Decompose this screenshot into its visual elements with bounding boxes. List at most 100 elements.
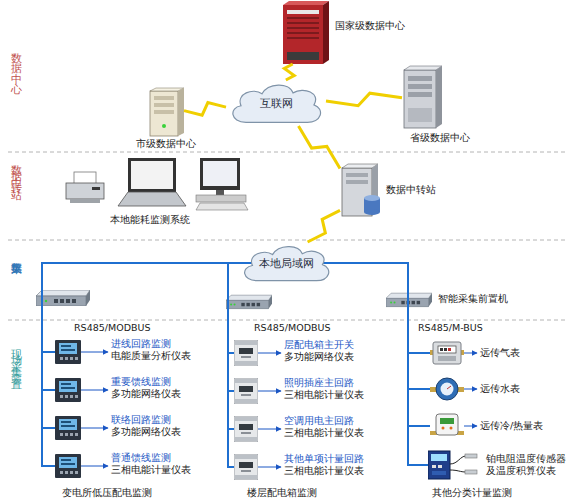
meter-node: 联络回路监测多功能网络仪表 [55, 416, 81, 440]
provincial-server [408, 108, 432, 122]
provincial-server [408, 84, 432, 89]
gas-meter-icon [430, 342, 464, 364]
server-node: 市级数据中心 [150, 88, 184, 136]
node-label: 三相电能计量仪表 [284, 389, 364, 401]
node-label: 远传冷/热量表 [480, 420, 543, 432]
node-label: 省级数据中心 [410, 132, 470, 144]
national-server [287, 22, 319, 24]
node-label: 电能质量分析仪表 [111, 350, 191, 362]
provincial-server [408, 76, 432, 81]
meter-node: 远传气表 [430, 340, 464, 366]
provincial-server [436, 66, 442, 128]
meter-node: 照明插座主回路三相电能计量仪表 [234, 378, 258, 404]
node-label: 互联网 [226, 98, 326, 110]
node-label: 本地能耗监测系统 [110, 214, 190, 226]
leader-lines [464, 353, 477, 354]
leader-lines [258, 429, 281, 430]
din-meter-icon [234, 416, 258, 442]
lightning-link [184, 103, 226, 116]
din-meter-icon [234, 454, 258, 480]
local-workstations [196, 203, 248, 210]
node-label: 多功能网络仪表 [111, 426, 181, 438]
local-workstations [196, 195, 246, 202]
server-node: 国家级数据中心 [283, 2, 329, 64]
national-server [283, 1, 329, 5]
leader-lines [81, 390, 108, 391]
national-server [287, 17, 319, 19]
bus-wire [408, 308, 430, 389]
temperature-meter-icon [428, 451, 477, 479]
power-meter-icon [55, 416, 81, 440]
municipal-server [178, 88, 184, 136]
bus-wire [42, 306, 55, 466]
transfer-server [346, 180, 368, 184]
local-workstations [70, 199, 100, 203]
national-server [287, 37, 319, 39]
section-caption: 其他分类计量监测 [432, 486, 512, 500]
node-label: 远传气表 [480, 347, 520, 359]
leader-lines [81, 352, 477, 467]
provincial-server [404, 66, 442, 128]
municipal-server [154, 110, 174, 114]
meter-node: 其他单项计量回路三相电能计量仪表 [234, 454, 258, 480]
municipal-server [150, 91, 178, 136]
lightning-link [308, 210, 340, 242]
meter-node: 普通馈线监测三相电能计量仪表 [55, 454, 81, 478]
meter-node: 层配电箱主开关多功能网络仪表 [234, 340, 258, 366]
switch-node: RS485/MODBUS [36, 290, 90, 306]
node-label: 层配电箱主开关 [284, 339, 354, 351]
node-label: 数据中转站 [386, 184, 436, 196]
leader-lines [258, 391, 281, 392]
node-label: 三相电能计量仪表 [111, 464, 191, 476]
heat-meter-icon [430, 414, 464, 435]
node-label: 本地局域网 [238, 258, 334, 270]
din-meter-icon [234, 340, 258, 366]
node-label: 三相电能计量仪表 [284, 465, 364, 477]
local-workstations [74, 172, 96, 184]
national-server [283, 5, 323, 64]
national-server [287, 52, 319, 60]
layer-separators [8, 152, 566, 320]
transfer-server [364, 195, 380, 201]
bus-wire [42, 306, 55, 390]
node-label: 普通馈线监测 [111, 452, 171, 464]
node-label: 其他单项计量回路 [284, 453, 364, 465]
layer-separators [8, 152, 566, 153]
node-label: RS485/MODBUS [74, 322, 150, 334]
section-caption: 变电所低压配电监测 [62, 486, 152, 500]
municipal-server [162, 124, 166, 128]
lightning-link [284, 64, 294, 80]
leader-lines [81, 466, 108, 467]
layer-label: 现场采集装置 [10, 340, 23, 376]
local-workstations [131, 161, 173, 189]
server-node: 省级数据中心 [402, 66, 444, 128]
municipal-server [154, 103, 174, 107]
transfer-server [342, 164, 378, 168]
provincial-server [404, 70, 436, 128]
local-workstations [216, 190, 224, 195]
meter-node: 重要馈线监测多功能网络仪表 [55, 378, 81, 402]
national-server [283, 1, 329, 64]
node-label: 市级数据中心 [136, 138, 196, 150]
node-label: 智能采集前置机 [438, 293, 508, 305]
transfer-server [346, 173, 368, 177]
meter-node: 远传水表 [430, 376, 464, 402]
power-meter-icon [55, 378, 81, 402]
lightning-link [298, 126, 340, 169]
power-meter-icon [55, 340, 81, 364]
water-meter-icon [430, 378, 464, 400]
meter-node: 空调用电主回路三相电能计量仪表 [234, 416, 258, 442]
din-meter-icon [234, 378, 258, 404]
national-server [287, 10, 319, 14]
leader-lines [81, 428, 108, 429]
node-label: RS485/MODBUS [254, 322, 330, 334]
transfer-server [342, 164, 380, 216]
node-label: 国家级数据中心 [335, 20, 405, 32]
meter-node: 远传冷/热量表 [430, 413, 464, 439]
node-label: 进线回路监测 [111, 338, 171, 350]
national-server [287, 32, 319, 34]
bus-wire [42, 306, 55, 428]
bus-wire [228, 310, 234, 353]
section-caption: 楼层配电箱监测 [247, 486, 317, 500]
